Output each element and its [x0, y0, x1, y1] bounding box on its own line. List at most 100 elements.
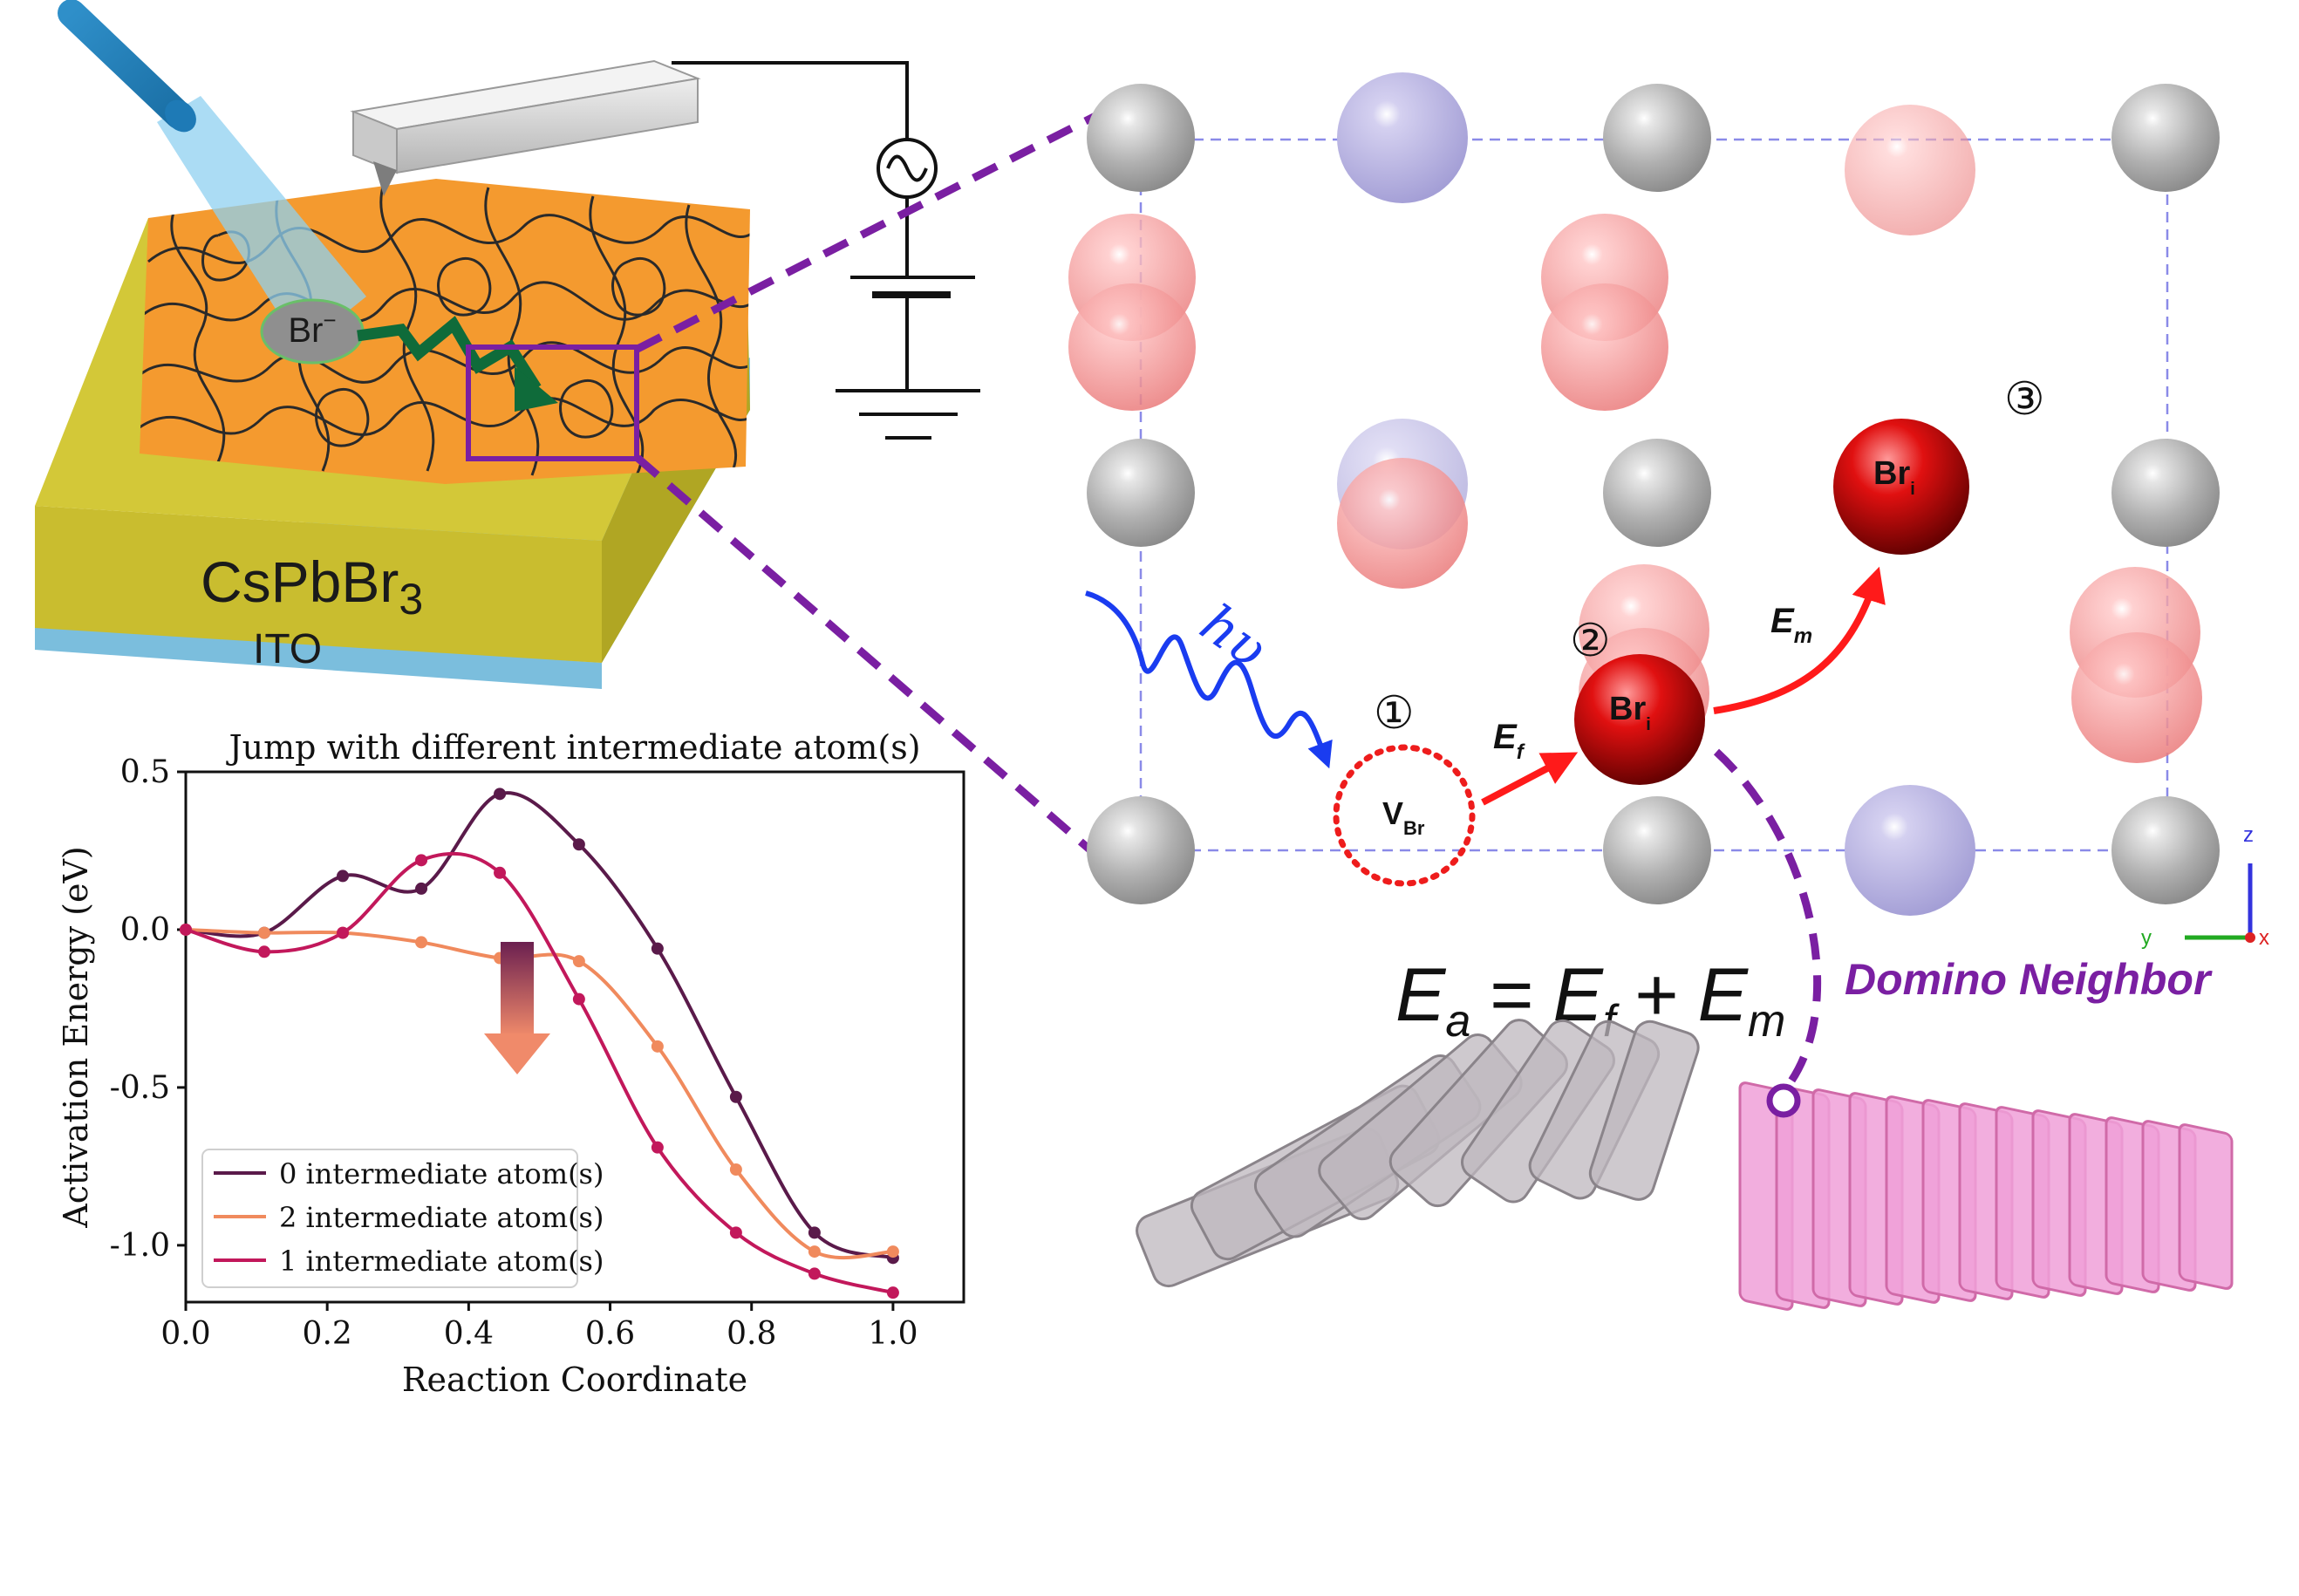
br-atom [1541, 283, 1668, 411]
pb-atom [1603, 84, 1711, 192]
legend-label-0: 0 intermediate atom(s) [279, 1157, 604, 1190]
chart-title: Jump with different intermediate atom(s) [225, 728, 920, 767]
series-line-1 [186, 927, 894, 1260]
data-point [494, 866, 507, 879]
pb-atom [1087, 84, 1195, 192]
chart-legend: 0 intermediate atom(s) 2 intermediate at… [201, 1149, 604, 1288]
data-point [337, 926, 350, 939]
y-tick-label: -0.5 [110, 1070, 170, 1106]
data-point [729, 1090, 742, 1103]
lattice-panel: VBr Bri Bri ① ② ③ Ef Em hυ z y x [1068, 72, 2269, 950]
br-ion-label: Br− [288, 307, 336, 350]
data-point [729, 1226, 742, 1239]
x-tick-label: 0.8 [727, 1316, 776, 1352]
series-line-2 [186, 851, 894, 1295]
substrate-label: ITO [253, 626, 322, 672]
pb-atom [2111, 84, 2220, 192]
site-number-2: ② [1570, 615, 1611, 667]
y-tick-label: 0.0 [120, 912, 170, 948]
device-schematic: Br− CsPbBr3 ITO [35, 0, 980, 689]
data-point [886, 1245, 899, 1258]
pb-atom [1603, 796, 1711, 904]
em-label: Em [1770, 602, 1812, 648]
ef-label: Ef [1493, 718, 1525, 764]
data-point [415, 854, 428, 867]
zoom-box [466, 344, 639, 461]
domino-row [1136, 1019, 2234, 1311]
pb-atom [1087, 796, 1195, 904]
axis-x-label: x [2259, 926, 2269, 950]
br-atom [1845, 105, 1975, 235]
br-interstitial-atom [1574, 654, 1705, 785]
br-atom [2071, 632, 2202, 763]
data-point [337, 870, 350, 883]
light-beam [157, 96, 366, 349]
series-lines [186, 791, 894, 1295]
interstitial-label-3: Bri [1873, 455, 1915, 499]
ito-front [35, 624, 602, 689]
interstitial-label-2: Bri [1609, 691, 1651, 734]
material-label: CsPbBr3 [201, 549, 423, 624]
br-atom [1337, 458, 1468, 589]
legend-label-1: 1 intermediate atom(s) [279, 1245, 604, 1278]
vacancy-label: VBr [1382, 795, 1425, 839]
series-line-0 [186, 791, 894, 1260]
ef-arrow [1481, 752, 1579, 806]
data-point [415, 936, 428, 949]
br-atom [1068, 283, 1196, 411]
domino-fallen [1588, 1020, 1700, 1201]
data-point [808, 1226, 821, 1239]
data-point [572, 992, 585, 1006]
domino-label: Domino Neighbor [1845, 955, 2213, 1004]
vacancy-site [1333, 744, 1476, 887]
data-point [258, 926, 271, 939]
data-point [651, 942, 664, 955]
data-point [808, 1267, 821, 1280]
y-tick-label: 0.5 [120, 754, 170, 790]
axis-triad: z y x [2141, 823, 2269, 950]
site-number-3: ③ [2004, 373, 2045, 426]
cs-atom [1845, 785, 1975, 916]
decrease-arrow [484, 942, 550, 1074]
site-number-1: ① [1374, 687, 1415, 740]
perovskite-front [35, 506, 602, 663]
x-tick-label: 0.4 [444, 1316, 494, 1352]
domino-marker [1766, 1083, 1801, 1118]
legend-box [201, 1149, 578, 1288]
pb-atom [2111, 796, 2220, 904]
photon-label: hυ [1190, 593, 1279, 680]
x-tick-label: 1.0 [868, 1316, 918, 1352]
data-point [651, 1141, 664, 1154]
y-tick-label: -1.0 [110, 1228, 170, 1264]
br-interstitial-atom [1833, 419, 1969, 555]
pb-atom [2111, 439, 2220, 547]
energy-chart: Jump with different intermediate atom(s)… [57, 728, 965, 1399]
afm-cantilever [350, 59, 701, 196]
optical-fiber [58, 0, 196, 133]
data-point [651, 1040, 664, 1053]
x-tick-label: 0.6 [585, 1316, 635, 1352]
data-point [808, 1245, 821, 1258]
photon-wave [1085, 590, 1333, 769]
data-point [494, 788, 507, 801]
migration-arrowhead [515, 366, 558, 412]
data-point [729, 1163, 742, 1176]
data-point [886, 1286, 899, 1299]
y-axis-label: Activation Energy (eV) [57, 846, 95, 1228]
data-point [415, 882, 428, 895]
plot-frame [184, 770, 965, 1304]
domino-standing [2178, 1123, 2234, 1290]
em-arrow [1713, 566, 1886, 714]
x-tick-label: 0.2 [303, 1316, 352, 1352]
data-point [572, 955, 585, 968]
legend-label-2: 2 intermediate atom(s) [279, 1201, 604, 1234]
axis-y-label: y [2141, 926, 2152, 950]
pb-atom [1603, 439, 1711, 547]
x-tick-label: 0.0 [160, 1316, 210, 1352]
cs-atom [1337, 72, 1468, 203]
data-point [572, 838, 585, 851]
data-point [180, 923, 192, 936]
domino-link [1713, 748, 1822, 1088]
data-point [258, 945, 271, 958]
